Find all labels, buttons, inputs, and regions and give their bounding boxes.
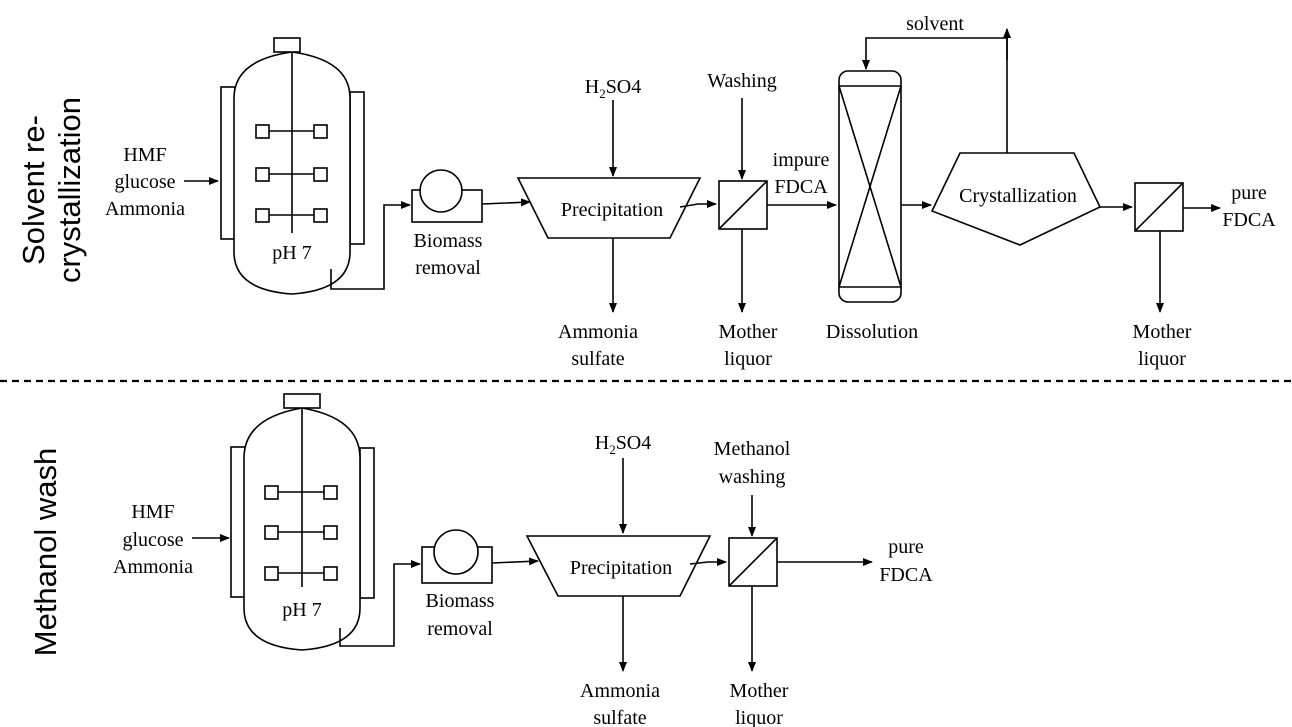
top-precipitation-label: Precipitation (561, 199, 663, 221)
svg-text:Biomass: Biomass (414, 230, 483, 252)
svg-text:HMF: HMF (131, 501, 174, 523)
svg-text:liquor: liquor (1138, 348, 1186, 370)
top-crystallization-label: Crystallization (959, 185, 1077, 207)
bottom-biomass-removal-unit (421, 529, 493, 584)
svg-text:FDCA: FDCA (774, 176, 828, 198)
bottom-pure-fdca-label: pure FDCA (879, 536, 933, 586)
bottom-reactor-outlet-line (339, 560, 421, 647)
top-crystallizer (930, 152, 1102, 246)
svg-text:Mother: Mother (719, 321, 778, 343)
top-impure-fdca-label: impure FDCA (773, 149, 830, 198)
svg-text:pure: pure (888, 536, 924, 558)
top-mother-liquor2-label: Mother liquor (1133, 321, 1192, 370)
top-filter-1 (718, 180, 768, 230)
top-filter-2 (1134, 182, 1184, 232)
top-dissolution-column (838, 70, 902, 303)
svg-text:Mother: Mother (1133, 321, 1192, 343)
section-label-solvent-line2: crystallization (52, 97, 87, 283)
top-mother-liquor-label: Mother liquor (719, 321, 778, 370)
svg-text:Ammonia: Ammonia (113, 556, 193, 578)
bottom-reactor (230, 393, 375, 651)
svg-text:Ammonia: Ammonia (105, 198, 185, 220)
svg-text:Biomass: Biomass (426, 590, 495, 612)
bottom-precipitation-vessel (525, 535, 712, 597)
top-biomass-to-precip-arrow (481, 198, 531, 207)
section-label-solvent-line1: Solvent re- (16, 115, 51, 265)
top-biomass-removal-unit (411, 169, 483, 223)
bottom-precipitation-label: Precipitation (570, 557, 672, 579)
bottom-feed-label: HMF glucose Ammonia (113, 501, 193, 578)
top-reactor-outlet-line (330, 201, 411, 290)
bottom-mother-liquor-label: Mother liquor (730, 680, 789, 727)
svg-text:HMF: HMF (123, 144, 166, 166)
top-solvent-recycle-line (862, 37, 1008, 153)
bottom-precip-to-filter-arrow (689, 558, 727, 566)
svg-text:washing: washing (719, 466, 786, 488)
svg-text:Ammonia: Ammonia (558, 321, 638, 343)
bottom-biomass-to-precip-arrow (491, 557, 539, 566)
svg-text:pure: pure (1231, 182, 1267, 204)
bottom-biomass-label: Biomass removal (426, 590, 495, 640)
top-reactor (220, 37, 365, 295)
top-feed-label: HMF glucose Ammonia (105, 144, 185, 220)
section-label-methanol: Methanol wash (28, 448, 63, 657)
svg-text:Ammonia: Ammonia (580, 680, 660, 702)
top-dissolution-label: Dissolution (826, 321, 918, 343)
top-precipitation-vessel (516, 177, 702, 239)
bottom-filter (728, 537, 778, 587)
top-precip-to-filter-arrow (679, 200, 717, 208)
svg-text:glucose: glucose (114, 171, 175, 193)
svg-text:removal: removal (427, 618, 493, 640)
top-reactor-ph-label: pH 7 (272, 242, 311, 264)
svg-text:Methanol: Methanol (714, 438, 791, 460)
svg-text:liquor: liquor (724, 348, 772, 370)
top-pure-fdca-label: pure FDCA (1222, 182, 1276, 231)
bottom-byproduct-label: Ammonia sulfate (580, 680, 660, 727)
svg-text:removal: removal (415, 257, 481, 279)
bottom-methanol-washing-label: Methanol washing (714, 438, 791, 488)
bottom-acid-label: H2SO4 (595, 432, 652, 457)
svg-text:Mother: Mother (730, 680, 789, 702)
svg-text:impure: impure (773, 149, 830, 171)
svg-text:sulfate: sulfate (571, 348, 624, 370)
top-solvent-label: solvent (906, 13, 964, 35)
svg-text:sulfate: sulfate (593, 707, 646, 727)
svg-text:FDCA: FDCA (1222, 209, 1276, 231)
svg-text:liquor: liquor (735, 707, 783, 727)
bottom-reactor-ph-label: pH 7 (282, 599, 321, 621)
top-biomass-label: Biomass removal (414, 230, 483, 279)
top-washing-label: Washing (707, 70, 777, 92)
svg-text:FDCA: FDCA (879, 564, 933, 586)
top-byproduct-label: Ammonia sulfate (558, 321, 638, 370)
svg-text:glucose: glucose (122, 529, 183, 551)
top-acid-label: H2SO4 (585, 76, 642, 101)
